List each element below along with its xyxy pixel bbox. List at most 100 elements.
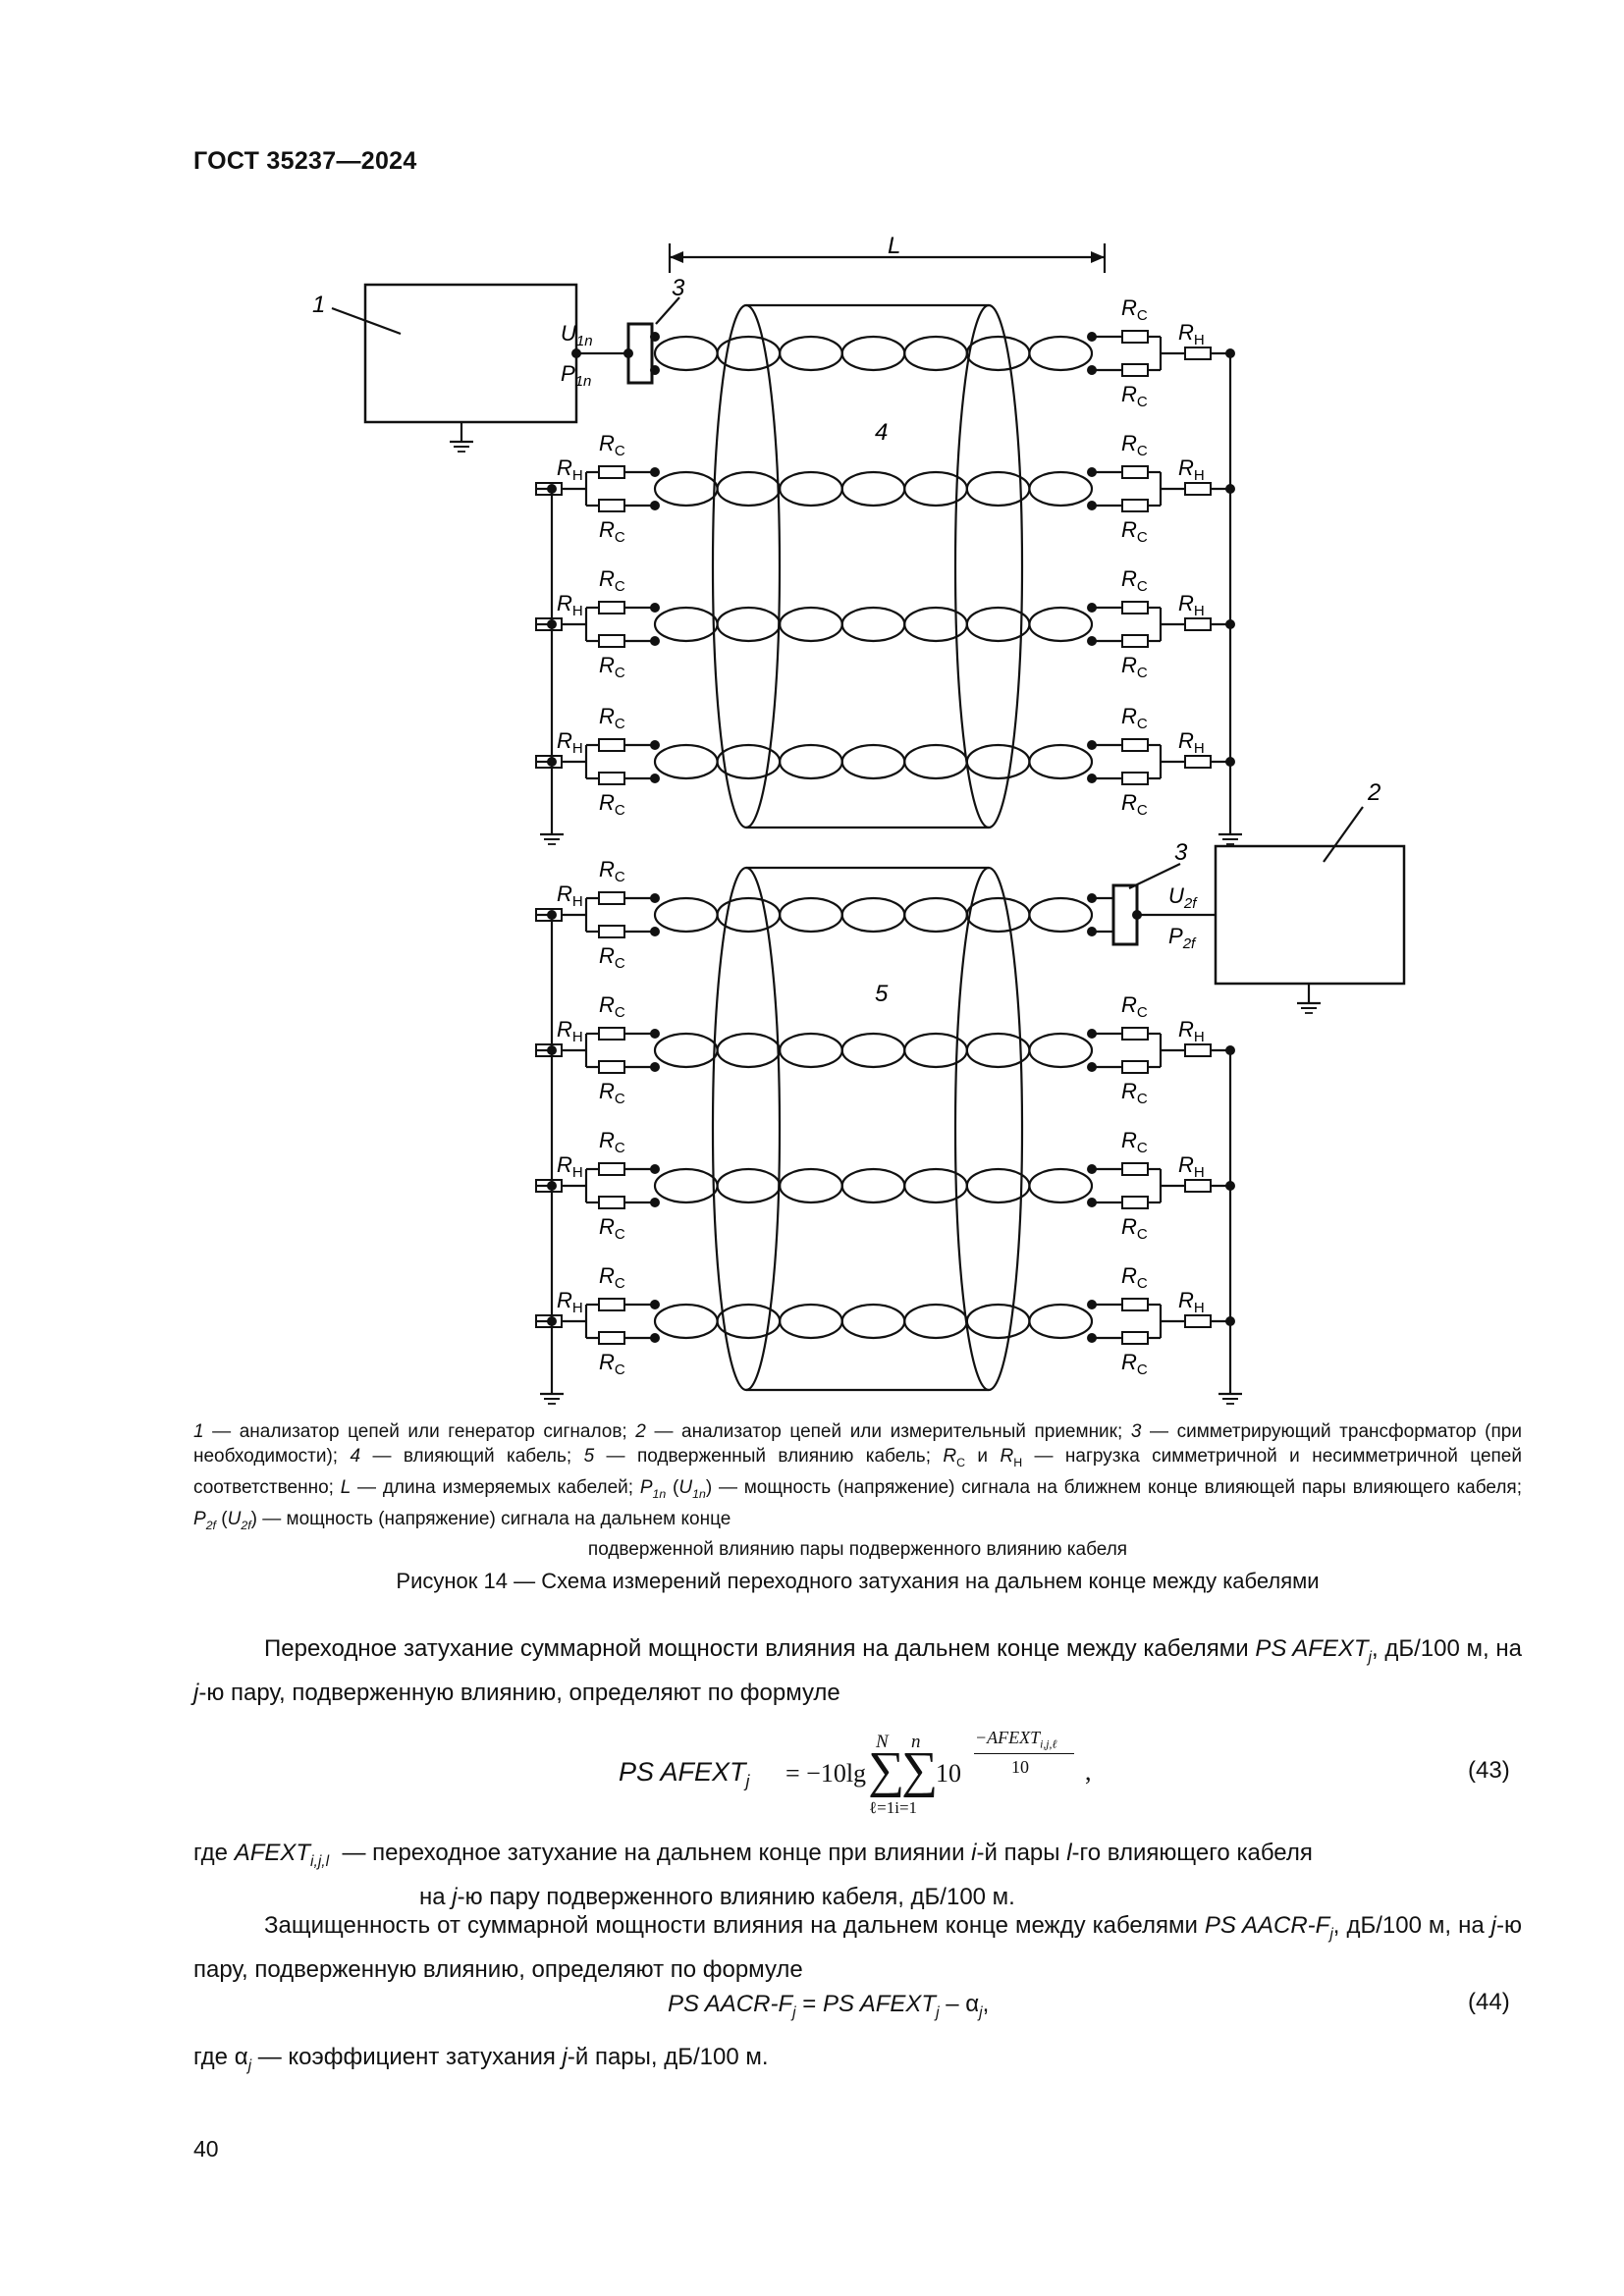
twisted-pair-segment xyxy=(653,1167,719,1204)
resistor-rc xyxy=(598,1298,625,1311)
leader-3-bottom xyxy=(1128,863,1181,889)
label-rn: RН xyxy=(1178,1017,1205,1045)
item-5-number: 5 xyxy=(875,981,889,1007)
resistor-rc xyxy=(598,499,625,512)
label-rc: RC xyxy=(1121,517,1148,546)
twisted-pair-segment xyxy=(840,1167,906,1204)
twisted-pair-segment xyxy=(716,1032,782,1069)
eq43-sigma-1: ∑ xyxy=(868,1742,905,1798)
twisted-pair-segment xyxy=(716,743,782,780)
twisted-pair-segment xyxy=(653,1303,719,1340)
label-rc: RC xyxy=(599,1214,625,1243)
p1n-label: P1n xyxy=(561,361,591,390)
resistor-rc xyxy=(1121,465,1149,479)
twisted-pair-segment xyxy=(716,1303,782,1340)
resistor-rc xyxy=(598,601,625,614)
figure-legend: 1 — анализатор цепей или генератор сигна… xyxy=(193,1419,1522,1562)
resistor-rc xyxy=(1121,772,1149,785)
twisted-pair-segment xyxy=(965,1303,1031,1340)
eq43-base: 10 xyxy=(936,1759,961,1788)
twisted-pair-segment xyxy=(779,335,843,372)
eq43-fraction-bar xyxy=(974,1753,1074,1754)
resistor-rc xyxy=(598,1060,625,1074)
figure-caption: Рисунок 14 — Схема измерений переходного… xyxy=(396,1569,1320,1593)
label-rn: RН xyxy=(557,1152,583,1181)
twisted-pair-segment xyxy=(779,743,843,780)
where-clause-1: где AFEXTi,j,l — переходное затухание на… xyxy=(193,1836,1529,1915)
label-rc: RC xyxy=(1121,382,1148,410)
resistor-rc xyxy=(1121,738,1149,752)
label-rn: RН xyxy=(1178,591,1205,619)
twisted-pair-segment xyxy=(1028,1303,1094,1340)
label-rc: RC xyxy=(599,857,625,885)
ground-analyzer-2 xyxy=(1295,991,1323,1015)
label-rc: RC xyxy=(1121,566,1148,595)
label-rc: RC xyxy=(1121,704,1148,732)
arrowhead-right xyxy=(1091,251,1105,263)
twisted-pair-segment xyxy=(653,470,719,507)
equation-44-number: (44) xyxy=(1468,1989,1510,2015)
where1-line1: где AFEXTi,j,l — переходное затухание на… xyxy=(193,1840,1313,1870)
label-rn: RН xyxy=(1178,1152,1205,1181)
twisted-pair-segment xyxy=(716,470,782,507)
resistor-rc xyxy=(598,634,625,648)
resistor-rc xyxy=(1121,330,1149,344)
item-2-number: 2 xyxy=(1367,779,1380,806)
junction-dot xyxy=(650,332,660,342)
paragraph-2: Защищенность от суммарной мощности влиян… xyxy=(193,1912,1523,1983)
item-1-number: 1 xyxy=(312,292,325,318)
label-rc: RC xyxy=(599,566,625,595)
label-rc: RC xyxy=(1121,295,1148,324)
resistor-rn xyxy=(1184,755,1212,769)
label-rn: RН xyxy=(557,455,583,484)
resistor-rc xyxy=(1121,1027,1149,1041)
label-rn: RН xyxy=(557,881,583,910)
resistor-rn xyxy=(1184,1179,1212,1193)
twisted-pair-segment xyxy=(903,1303,968,1340)
eq43-lhs: PS AFEXTj xyxy=(619,1757,750,1791)
equation-43: PS AFEXTj = −10lg N n ∑ ∑ ℓ=1i=1 10 −AFE… xyxy=(619,1728,1129,1826)
resistor-rc xyxy=(1121,1331,1149,1345)
eq43-upper-N: N xyxy=(876,1732,889,1752)
label-rc: RC xyxy=(1121,653,1148,681)
label-rc: RC xyxy=(599,517,625,546)
twisted-pair-segment xyxy=(965,1167,1031,1204)
equation-43-number: (43) xyxy=(1468,1757,1510,1784)
p2f-label: P2f xyxy=(1168,924,1197,952)
resistor-rn xyxy=(1184,1043,1212,1057)
twisted-pair-segment xyxy=(965,606,1031,643)
eq43-lower: ℓ=1i=1 xyxy=(869,1798,918,1817)
twisted-pair-segment xyxy=(840,896,906,934)
label-rn: RН xyxy=(557,1288,583,1316)
eq43-comma: , xyxy=(1085,1757,1092,1786)
eq43-upper-n: n xyxy=(911,1732,921,1752)
where-clause-2: где αj — коэффициент затухания j-й пары,… xyxy=(193,2044,769,2074)
twisted-pair-segment xyxy=(840,1032,906,1069)
label-rc: RC xyxy=(599,943,625,972)
ground-analyzer-1 xyxy=(448,430,475,454)
resistor-rn xyxy=(1184,482,1212,496)
resistor-rc xyxy=(598,891,625,905)
twisted-pair-segment xyxy=(653,1032,719,1069)
resistor-rc xyxy=(1121,1060,1149,1074)
u1n-label: U1n xyxy=(561,321,593,349)
leader-3-top xyxy=(655,296,680,325)
item-3-number-top: 3 xyxy=(672,275,685,301)
resistor-rc xyxy=(1121,363,1149,377)
eq43-sigma-2: ∑ xyxy=(901,1742,939,1798)
resistor-rc xyxy=(598,738,625,752)
resistor-rc xyxy=(1121,1196,1149,1209)
diagram-labels: L 1 2 3 3 4 5 U1n P1n U2f P2f xyxy=(312,233,1380,1007)
twisted-pair-segment xyxy=(840,606,906,643)
resistor-rc xyxy=(598,465,625,479)
twisted-pair-segment xyxy=(1028,1032,1094,1069)
label-rc: RC xyxy=(599,1263,625,1292)
twisted-pair-segment xyxy=(653,335,719,372)
standard-header: ГОСТ 35237—2024 xyxy=(193,147,417,175)
analyzer-1-box xyxy=(363,283,578,424)
resistor-rc xyxy=(1121,634,1149,648)
resistor-rc xyxy=(1121,601,1149,614)
u2f-label: U2f xyxy=(1168,883,1198,912)
junction-dot xyxy=(623,348,633,358)
twisted-pair-segment xyxy=(779,1167,843,1204)
